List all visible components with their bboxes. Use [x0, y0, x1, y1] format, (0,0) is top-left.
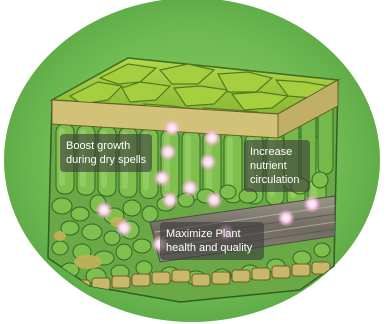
spongy-cell — [116, 244, 132, 260]
air-space — [54, 231, 66, 241]
lower-epidermis-cell — [252, 268, 270, 280]
glow-dot — [161, 191, 179, 209]
glow-dot — [163, 119, 181, 137]
callout-boost-growth-line1: Boost growth — [66, 140, 130, 152]
glow-dot — [277, 209, 295, 227]
lower-epidermis-cell — [272, 266, 290, 278]
lower-epidermis-cell — [212, 272, 230, 284]
spongy-cell — [52, 198, 72, 214]
callout-boost-growth: Boost growth during dry spells — [60, 134, 152, 172]
callout-boost-growth-line2: during dry spells — [66, 154, 147, 166]
glow-dot — [159, 143, 177, 161]
glow-dot — [205, 191, 223, 209]
callout-increase-nutrient-line3: circulation — [250, 174, 300, 186]
callout-maximize-health: Maximize Plant health and quality — [160, 222, 264, 260]
lower-epidermis-cell — [232, 270, 250, 282]
spongy-cell — [312, 172, 328, 188]
spongy-cell — [314, 243, 330, 257]
spongy-cell — [52, 241, 68, 255]
callout-increase-nutrient: Increase nutrient circulation — [244, 140, 310, 192]
spongy-cell — [142, 206, 158, 222]
lower-epidermis-cell — [172, 270, 190, 282]
glow-dot — [115, 219, 133, 237]
spongy-cell — [133, 239, 151, 253]
callout-maximize-health-line1: Maximize Plant — [166, 228, 241, 240]
lower-epidermis-cell — [52, 282, 70, 294]
spongy-cell — [123, 200, 141, 216]
air-space — [74, 255, 102, 269]
glow-dot — [153, 169, 171, 187]
callout-increase-nutrient-line1: Increase — [250, 146, 292, 158]
glow-dot — [203, 129, 221, 147]
lower-epidermis-cell — [292, 264, 310, 276]
spongy-cell — [82, 224, 102, 240]
glow-dot — [303, 195, 321, 213]
lower-epidermis-cell — [192, 274, 210, 286]
spongy-cell — [136, 261, 152, 275]
lower-epidermis-cell — [152, 272, 170, 284]
lower-epidermis-cell — [112, 276, 130, 288]
spongy-cell — [71, 207, 89, 221]
callout-increase-nutrient-line2: nutrient — [250, 160, 287, 172]
glow-dot — [181, 179, 199, 197]
glow-dot — [95, 201, 113, 219]
glow-dot — [199, 153, 217, 171]
callout-maximize-health-line2: health and quality — [166, 242, 253, 254]
spongy-cell — [293, 251, 311, 265]
lower-epidermis-cell — [132, 274, 150, 286]
